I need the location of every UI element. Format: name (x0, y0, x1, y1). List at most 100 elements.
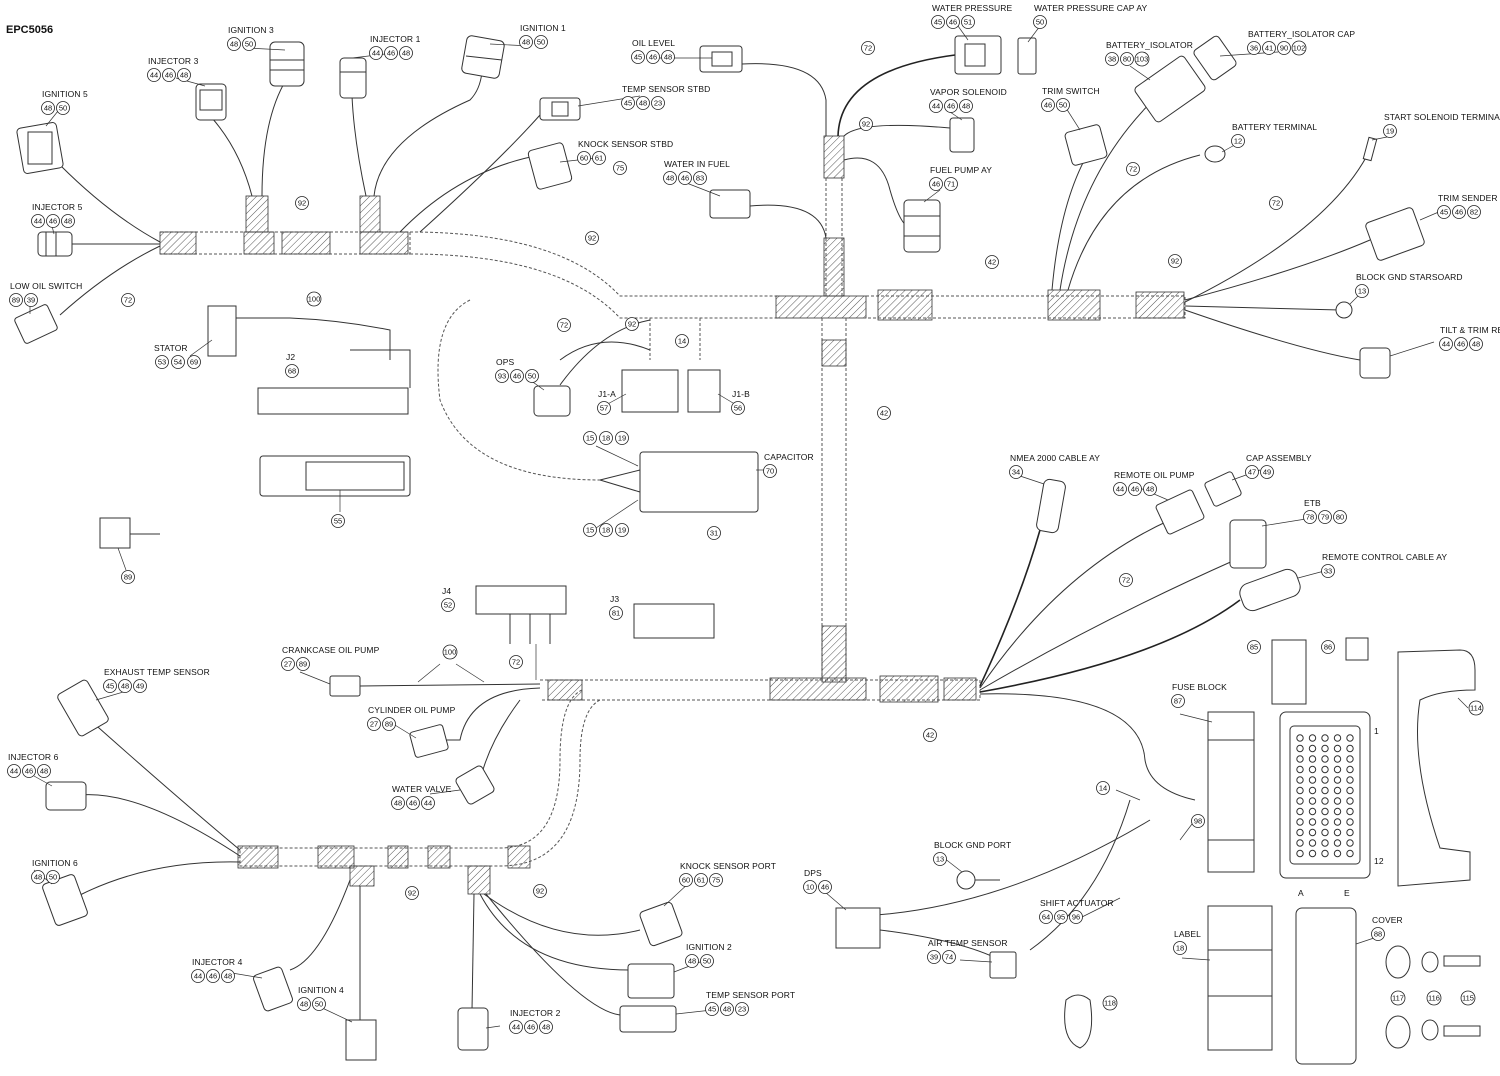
washer-116 (1421, 951, 1439, 1041)
svg-text:48: 48 (40, 767, 48, 776)
svg-text:12: 12 (1234, 137, 1242, 146)
part-85 (1271, 639, 1307, 705)
svg-text:89: 89 (299, 660, 307, 669)
stator-ref-54: 54 (171, 355, 185, 369)
callout-72f: 72 (1119, 573, 1133, 587)
svg-text:45: 45 (106, 682, 114, 691)
temp-sensor-stbd-connector (539, 97, 581, 121)
water-pressure-ref-51: 51 (961, 15, 975, 29)
cylinder-oil-pump-ref-27: 27 (367, 717, 381, 731)
svg-text:48: 48 (666, 174, 674, 183)
callout-14b: 14 (1096, 781, 1110, 795)
oil-level-connector (699, 45, 743, 73)
remote-oil-pump-connector (1155, 489, 1205, 535)
callout-72g: 72 (509, 655, 523, 669)
air-temp-sensor-ref-74: 74 (942, 950, 956, 964)
callout-72b: 72 (557, 318, 571, 332)
callout-19a: 19 (615, 431, 629, 445)
ignition3-label: IGNITION 3 (228, 25, 274, 35)
injector5-ref-46: 46 (46, 214, 60, 228)
svg-text:23: 23 (654, 99, 662, 108)
svg-text:27: 27 (284, 660, 292, 669)
main-ecu-plug (259, 455, 411, 497)
svg-text:100: 100 (308, 295, 321, 304)
remote-control-cable-label: REMOTE CONTROL CABLE AY (1322, 552, 1447, 562)
svg-text:98: 98 (1194, 817, 1202, 826)
trim-sender-connector (1365, 207, 1425, 261)
start-solenoid-terminal (1362, 136, 1378, 162)
svg-text:48: 48 (402, 49, 410, 58)
injector6-ref-48: 48 (37, 764, 51, 778)
svg-text:92: 92 (588, 234, 596, 243)
capacitor-body (599, 451, 759, 513)
svg-text:50: 50 (1036, 18, 1044, 27)
remote-oil-pump-ref-48: 48 (1143, 482, 1157, 496)
svg-text:46: 46 (49, 217, 57, 226)
svg-text:61: 61 (697, 876, 705, 885)
water-pressure-label: WATER PRESSURE (932, 3, 1013, 13)
svg-text:116: 116 (1428, 994, 1440, 1003)
battery-isolator-cap-ref-90: 90 (1277, 41, 1291, 55)
callout-42a: 42 (985, 255, 999, 269)
temp-sensor-port-label: TEMP SENSOR PORT (706, 990, 795, 1000)
low-oil-switch-label: LOW OIL SWITCH (10, 281, 82, 291)
svg-text:71: 71 (947, 180, 955, 189)
callout-116: 116 (1426, 990, 1442, 1006)
injector2-ref-46: 46 (524, 1020, 538, 1034)
svg-text:48: 48 (64, 217, 72, 226)
svg-text:48: 48 (639, 99, 647, 108)
svg-text:46: 46 (409, 799, 417, 808)
callout-72c: 72 (861, 41, 875, 55)
svg-text:19: 19 (618, 434, 626, 443)
svg-text:75: 75 (616, 164, 624, 173)
svg-text:64: 64 (1042, 913, 1050, 922)
j2-label: J2 (286, 352, 295, 362)
svg-text:56: 56 (734, 404, 742, 413)
injector3-ref-48: 48 (177, 68, 191, 82)
svg-text:78: 78 (1306, 513, 1314, 522)
injector3-ref-46: 46 (162, 68, 176, 82)
injector-3-connector (195, 83, 227, 121)
svg-text:23: 23 (738, 1005, 746, 1014)
svg-text:46: 46 (932, 180, 940, 189)
svg-text:14: 14 (678, 337, 686, 346)
callout-115: 115 (1460, 990, 1476, 1006)
svg-text:49: 49 (1263, 468, 1271, 477)
crankcase-oil-pump-ref-89: 89 (296, 657, 310, 671)
vapor-solenoid-ref-46: 46 (944, 99, 958, 113)
svg-text:18: 18 (1176, 944, 1184, 953)
svg-text:100: 100 (444, 648, 457, 657)
callout-72e: 72 (1269, 196, 1283, 210)
vapor-solenoid-ref-48: 48 (959, 99, 973, 113)
svg-text:48: 48 (300, 1000, 308, 1009)
svg-text:96: 96 (1072, 913, 1080, 922)
start-solenoid-label: START SOLENOID TERMINAL (1384, 112, 1500, 122)
clip-118 (1064, 994, 1093, 1049)
exhaust-temp-sensor-ref-49: 49 (133, 679, 147, 693)
ops-label: OPS (496, 357, 514, 367)
label-sheet (1207, 905, 1273, 1051)
oil-level-ref-45: 45 (631, 50, 645, 64)
block-gnd-port-ring (956, 870, 976, 890)
ops-connector (533, 385, 571, 417)
capacitor-label: CAPACITOR (764, 452, 814, 462)
svg-text:10: 10 (806, 883, 814, 892)
trim-sender-ref-45: 45 (1437, 205, 1451, 219)
exhaust-temp-sensor-connector (57, 679, 109, 737)
svg-text:18: 18 (602, 434, 610, 443)
injector4-ref-46: 46 (206, 969, 220, 983)
svg-text:45: 45 (634, 53, 642, 62)
ecu-column-a-label: A (1298, 888, 1304, 898)
block-gnd-stbd-ref-13: 13 (1355, 284, 1369, 298)
svg-text:44: 44 (34, 217, 42, 226)
injector5-ref-48: 48 (61, 214, 75, 228)
injector6-ref-44: 44 (7, 764, 21, 778)
svg-text:46: 46 (947, 102, 955, 111)
oil-level-ref-46: 46 (646, 50, 660, 64)
ignition3-ref-48: 48 (227, 37, 241, 51)
svg-text:92: 92 (862, 120, 870, 129)
j4-connector (475, 585, 567, 680)
svg-text:45: 45 (708, 1005, 716, 1014)
ignition5-ref-50: 50 (56, 101, 70, 115)
ignition1-ref-48: 48 (519, 35, 533, 49)
